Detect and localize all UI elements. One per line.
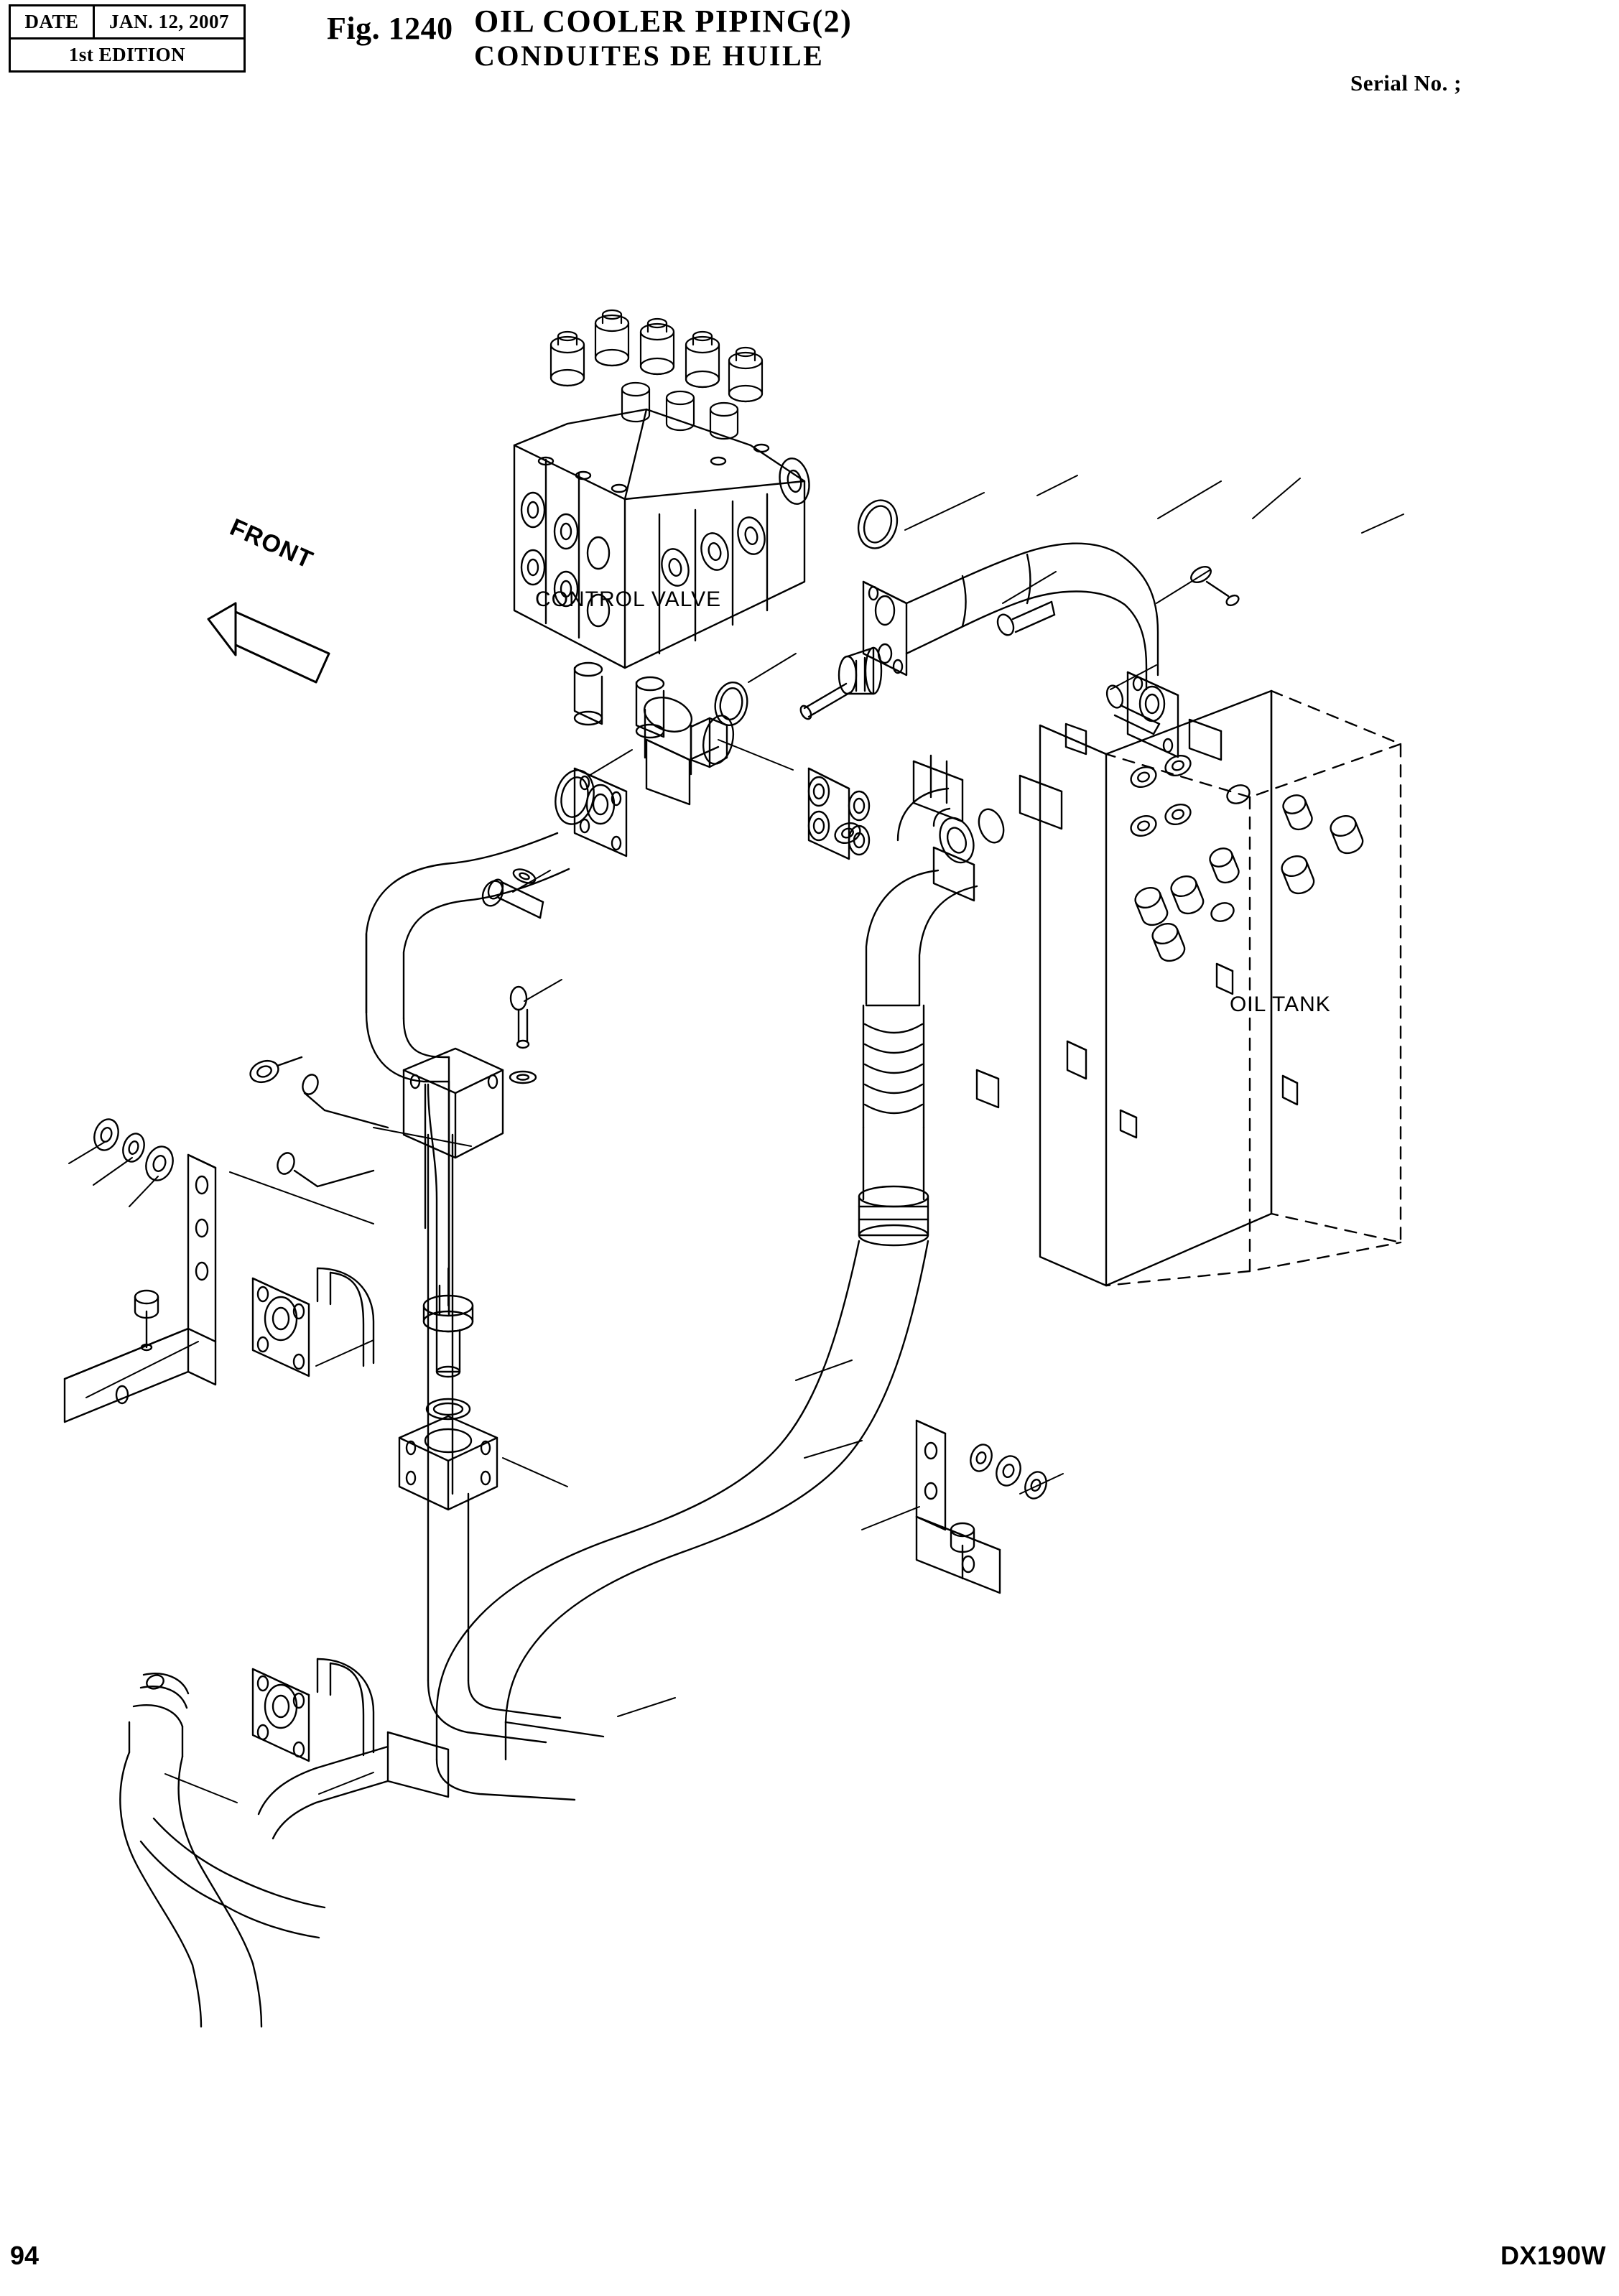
leader-lines bbox=[68, 475, 1404, 1803]
bellows-section bbox=[862, 1004, 925, 1129]
front-direction-arrow bbox=[207, 602, 330, 684]
tank-face-fittings bbox=[834, 754, 1192, 845]
mid-left-flange-plate bbox=[402, 1047, 504, 1159]
edition-value: 1st EDITION bbox=[9, 37, 246, 73]
label-control-valve: CONTROL VALVE bbox=[535, 587, 722, 611]
control-valve-assembly bbox=[513, 309, 810, 739]
center-sleeve-coupling bbox=[573, 697, 735, 857]
revision-table: DATE JAN. 12, 2007 1st EDITION bbox=[9, 4, 246, 73]
serial-number-field: Serial No. ; bbox=[1350, 70, 1462, 96]
bracket-bolt bbox=[134, 1289, 159, 1352]
label-oil-tank: OIL TANK bbox=[1230, 993, 1331, 1016]
center-right-bracket bbox=[915, 1419, 1047, 1594]
tank-outlet-elbow-pipe bbox=[435, 846, 978, 1761]
model-code: DX190W bbox=[1500, 2241, 1606, 2270]
tank-mount-bracket bbox=[912, 754, 964, 823]
date-value: JAN. 12, 2007 bbox=[93, 4, 246, 39]
left-washer-nut-stack bbox=[93, 1118, 174, 1181]
technical-illustration bbox=[63, 309, 1404, 2028]
page-title-french: CONDUITES DE HUILE bbox=[474, 39, 825, 72]
tank-top-elbow bbox=[896, 787, 1005, 864]
o-ring-upper-right bbox=[857, 499, 899, 549]
header-meta-table: DATE JAN. 12, 2007 1st EDITION bbox=[9, 4, 246, 73]
center-adapter-fitting bbox=[799, 646, 883, 720]
left-clamp-pins bbox=[249, 1056, 389, 1188]
figure-number: Fig. 1240 bbox=[327, 11, 453, 46]
date-label: DATE bbox=[9, 4, 95, 39]
bottom-left-hose-clamp bbox=[119, 1673, 326, 2028]
upper-right-pipe bbox=[862, 542, 1179, 758]
exploded-parts-drawing bbox=[0, 108, 1619, 2190]
lower-left-flange-ubolt bbox=[251, 1267, 375, 1377]
bottom-pipe-run bbox=[257, 1679, 605, 1840]
page-number: 94 bbox=[10, 2241, 40, 2270]
tank-port-cluster bbox=[807, 767, 871, 860]
bottom-left-flange-ubolt bbox=[251, 1658, 375, 1762]
o-ring-center bbox=[714, 682, 748, 726]
bolt-washer-pairs bbox=[481, 565, 1240, 1084]
tank-square-pads bbox=[975, 718, 1299, 1139]
left-bracket-assembly bbox=[63, 1153, 217, 1423]
page-title-english: OIL COOLER PIPING(2) bbox=[474, 4, 853, 39]
left-vertical-pipe bbox=[365, 832, 570, 1330]
center-plug-assembly bbox=[398, 1294, 498, 1682]
oil-tank-body bbox=[807, 689, 1402, 1287]
tank-side-nuts bbox=[1134, 784, 1364, 962]
